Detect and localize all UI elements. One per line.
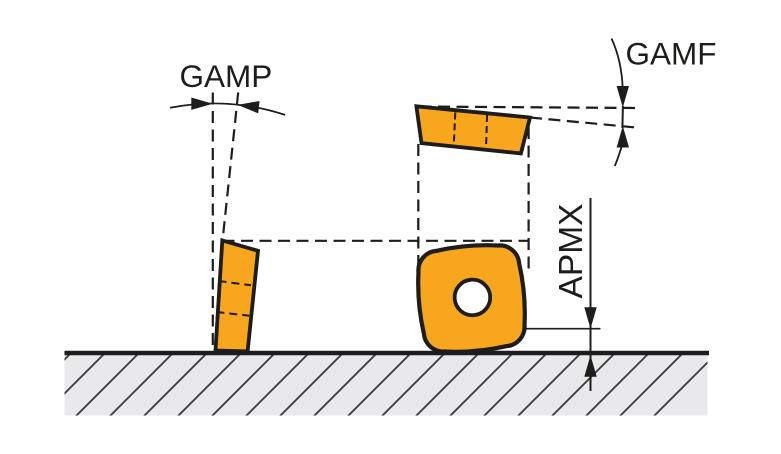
svg-text:APMX: APMX xyxy=(553,204,590,299)
svg-text:GAMP: GAMP xyxy=(180,58,273,94)
svg-text:GAMF: GAMF xyxy=(626,36,717,72)
